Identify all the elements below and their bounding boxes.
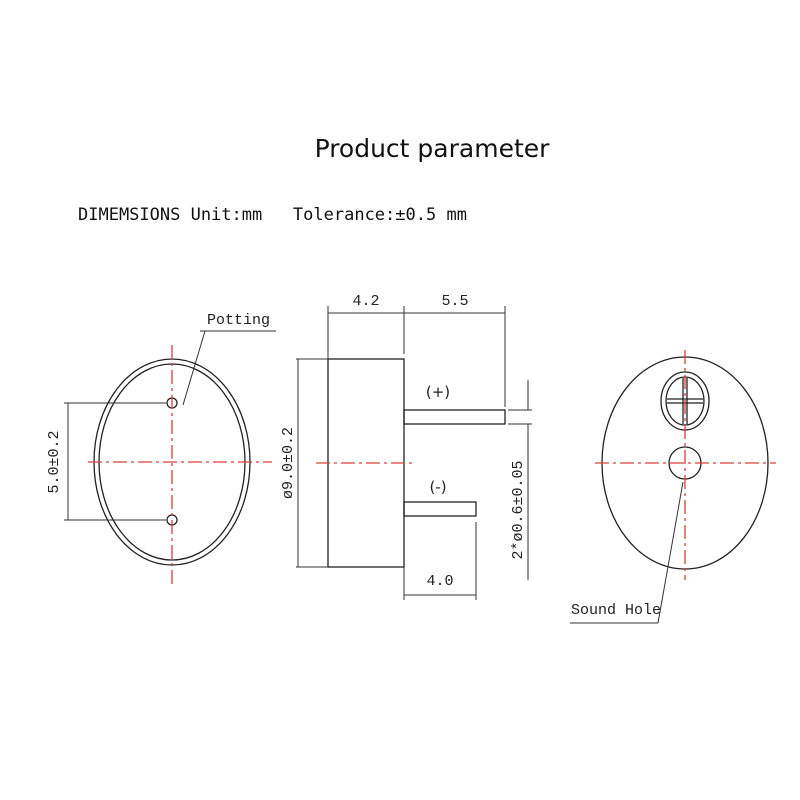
pin-diameter-dimension: 2*ø0.6±0.05 <box>510 460 527 559</box>
side-view: 4.2 5.5 ø9.0±0.2 4.0 2*ø0.6±0.05 (+) (-) <box>280 293 532 600</box>
minus-pin-length-dimension: 4.0 <box>426 573 453 590</box>
front-view: 5.0±0.2 Potting <box>46 312 276 585</box>
minus-pin-label: (-) <box>429 478 446 496</box>
page-title: Product parameter <box>314 134 550 163</box>
diameter-dimension: ø9.0±0.2 <box>280 427 297 499</box>
plus-pin-label: (+) <box>426 383 450 401</box>
plus-pin-length-dimension: 5.5 <box>441 293 468 310</box>
sound-hole-label: Sound Hole <box>571 602 661 619</box>
potting-label: Potting <box>207 312 270 329</box>
body-thickness-dimension: 4.2 <box>352 293 379 310</box>
pin-spacing-dimension: 5.0±0.2 <box>46 430 63 493</box>
back-view: Sound Hole <box>570 350 776 624</box>
dimensions-subtitle: DIMEMSIONS Unit:mm Tolerance:±0.5 mm <box>78 205 467 225</box>
